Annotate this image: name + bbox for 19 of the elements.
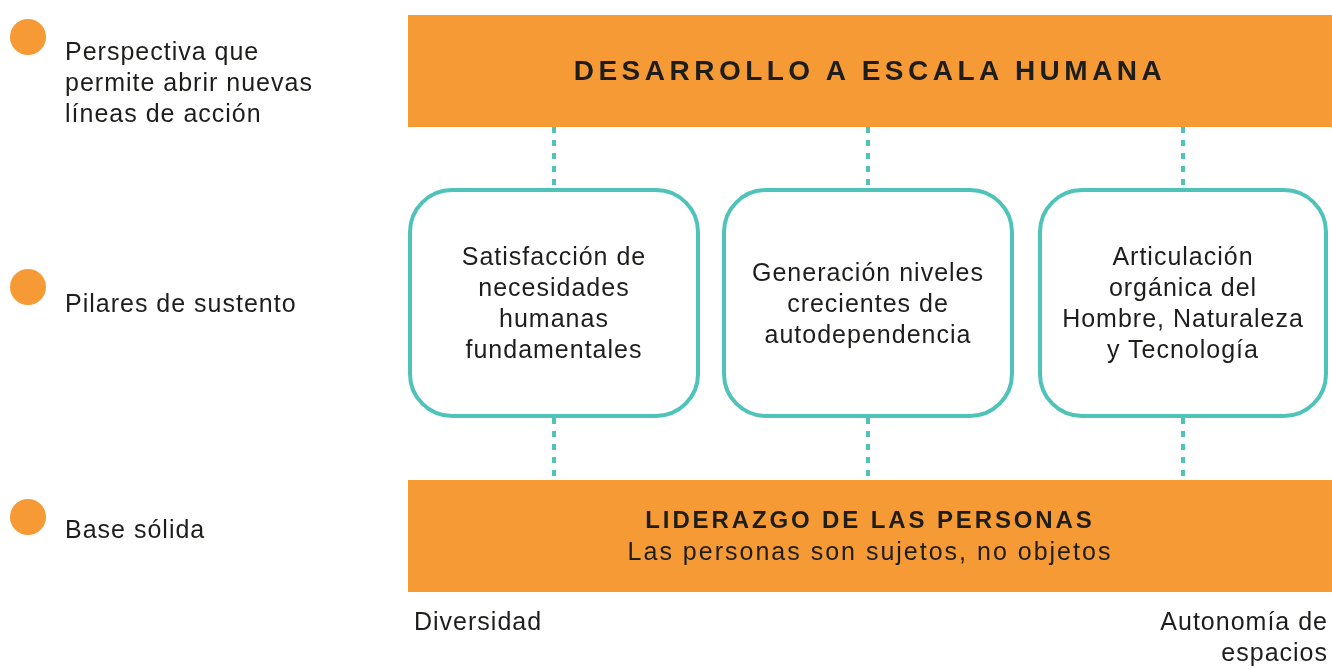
banner-bar xyxy=(408,15,1332,127)
banner-title: DESARROLLO A ESCALA HUMANA xyxy=(573,54,1167,88)
rounded-box xyxy=(408,188,700,418)
box-text: Articulación orgánica del Hombre, Naturaleza y Tecnología xyxy=(1062,241,1304,365)
box-text: Satisfacción de necesidades humanas fundamentales xyxy=(460,241,648,365)
banner-subtitle: Las personas son sujetos, no objetos xyxy=(627,536,1113,567)
side-label: Diversidad xyxy=(414,606,544,637)
dashed-connector xyxy=(1181,127,1185,188)
side-label: Pilares de sustento xyxy=(65,288,298,319)
side-label: Autonomía de espacios xyxy=(1159,606,1328,668)
banner-title: LIDERAZGO DE LAS PERSONAS xyxy=(645,505,1095,535)
rounded-box xyxy=(722,188,1014,418)
side-label: Base sólida xyxy=(65,514,207,545)
box-text: Generación niveles crecientes de autodependencia xyxy=(751,256,985,350)
banner-bar xyxy=(408,480,1332,592)
dashed-connector xyxy=(866,127,870,188)
side-label: Perspectiva que permite abrir nuevas líneas de acción xyxy=(65,36,314,129)
rounded-box xyxy=(1038,188,1328,418)
dashed-connector xyxy=(552,127,556,188)
